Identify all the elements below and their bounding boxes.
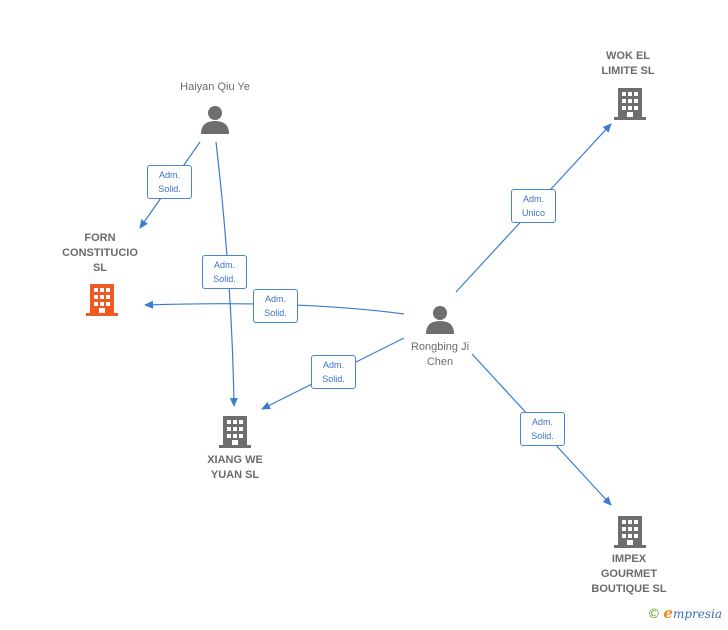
person-icon-haiyan[interactable] xyxy=(201,106,229,134)
person-icon-rongbing[interactable] xyxy=(426,306,454,334)
building-icon-xiang[interactable] xyxy=(219,416,251,448)
edge-label-rongbing-xiang: Adm. Solid. xyxy=(311,355,356,389)
edge-label-rongbing-forn: Adm. Solid. xyxy=(253,289,298,323)
node-label-wok[interactable]: WOK EL LIMITE SL xyxy=(601,50,655,77)
edge-label-rongbing-wok: Adm. Unico xyxy=(511,189,556,223)
edge-label-haiyan-xiang: Adm. Solid. xyxy=(202,255,247,289)
node-label-xiang[interactable]: XIANG WE YUAN SL xyxy=(207,454,263,481)
edge-label-rongbing-impex: Adm. Solid. xyxy=(520,412,565,446)
brand-footer: ©empresia xyxy=(647,604,722,622)
node-label-impex[interactable]: IMPEX GOURMET BOUTIQUE SL xyxy=(591,553,667,595)
brand-logo-text: mpresia xyxy=(672,607,722,621)
building-icon-wok[interactable] xyxy=(614,88,646,120)
building-icon-impex[interactable] xyxy=(614,516,646,548)
copyright-icon: © xyxy=(647,607,661,622)
edge-label-haiyan-forn: Adm. Solid. xyxy=(147,165,192,199)
building-icon-forn[interactable] xyxy=(86,284,118,316)
brand-logo-initial: e xyxy=(663,604,673,622)
node-label-haiyan[interactable]: Haiyan Qiu Ye xyxy=(180,81,250,93)
node-label-forn[interactable]: FORN CONSTITUCIO SL xyxy=(62,232,138,274)
node-label-rongbing[interactable]: Rongbing Ji Chen xyxy=(410,341,470,368)
